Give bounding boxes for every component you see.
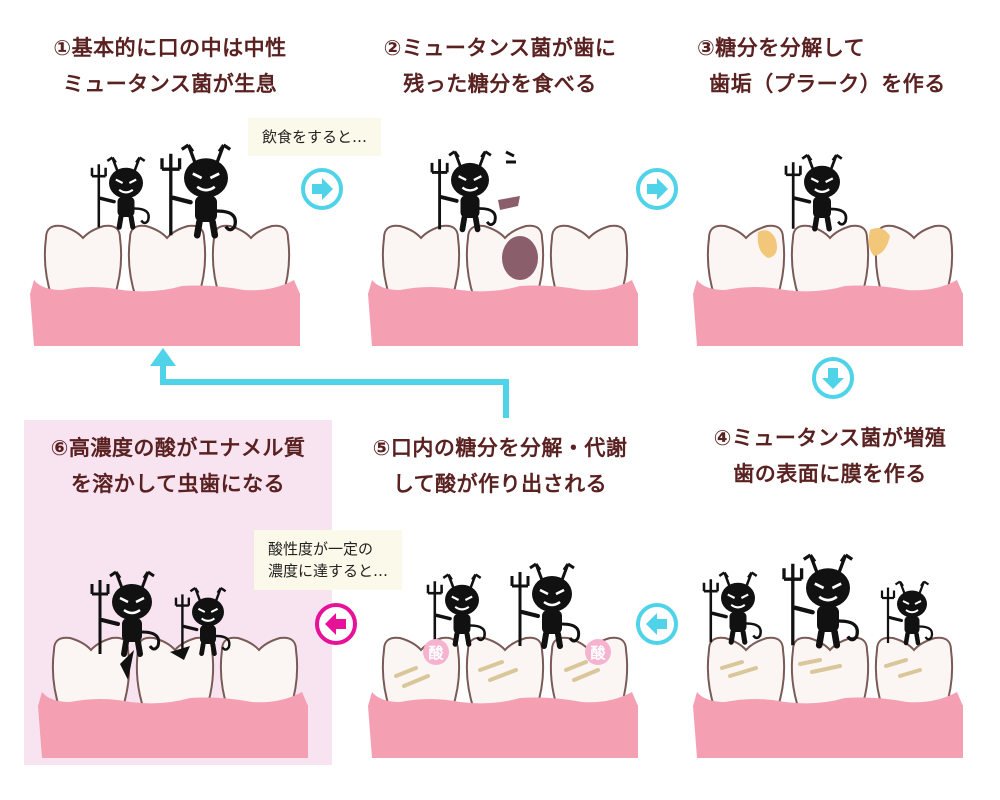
step-3-line-1: ③糖分を分解して <box>697 36 866 60</box>
panel-6-illustration <box>38 572 308 758</box>
teeth-panel-2 <box>368 226 638 346</box>
step-3-line-2: 歯垢（プラーク）を作る <box>709 72 946 96</box>
acid-badge-left <box>423 639 449 665</box>
germ-panel-2 <box>432 152 495 230</box>
step-2-line-2: 残った糖分を食べる <box>403 72 597 96</box>
arrow-4-to-5-icon <box>636 603 678 645</box>
step-1-caption: ①基本的に口の中は中性 ミュータンス菌が生息 <box>20 30 320 102</box>
teeth-panel-3 <box>693 226 963 346</box>
acidity-bubble: 酸性度が一定の 濃度に達すると… <box>254 530 403 590</box>
step-3-caption: ③糖分を分解して 歯垢（プラーク）を作る <box>675 30 980 102</box>
step-4-line-2: 歯の表面に膜を作る <box>733 462 927 486</box>
acid-label-right: 酸 <box>590 644 606 662</box>
arrow-2-to-3-icon <box>636 168 678 210</box>
step-1-line-2: ミュータンス菌が生息 <box>62 72 278 96</box>
germ-panel-4-c <box>882 582 932 644</box>
return-loop-line <box>160 362 509 418</box>
germ-panel-1-a <box>92 158 149 228</box>
film-stains <box>720 658 922 678</box>
arrow-1-to-2-icon <box>301 168 343 210</box>
step-6-line-1: ⑥高濃度の酸がエナメル質 <box>50 436 306 460</box>
germ-panel-5-b <box>512 564 579 646</box>
step-4-caption: ④ミュータンス菌が増殖 歯の表面に膜を作る <box>680 420 980 492</box>
step-2-caption: ②ミュータンス菌が歯に 残った糖分を食べる <box>350 30 650 102</box>
panel-5-illustration: 酸 酸 <box>368 564 638 758</box>
arrow-5-to-6-icon <box>315 603 357 645</box>
germ-panel-4-a <box>704 573 761 643</box>
germ-panel-4-b <box>784 555 857 645</box>
eating-bubble: 飲食をすると… <box>248 118 382 156</box>
plaque-left <box>757 230 777 258</box>
acid-stains <box>394 660 600 688</box>
cavity-right <box>170 646 190 660</box>
teeth-panel-4 <box>693 638 963 758</box>
plaque-right <box>868 228 890 256</box>
eating-bubble-text: 飲食をすると… <box>262 128 368 146</box>
germ-panel-5-a <box>428 575 485 645</box>
step-5-line-2: して酸が作り出される <box>392 472 608 496</box>
teeth-panel-6 <box>38 638 308 758</box>
step-5-line-1: ⑤口内の糖分を分解・代謝 <box>372 436 628 460</box>
step-6-caption: ⑥高濃度の酸がエナメル質 を溶かして虫歯になる <box>24 430 332 502</box>
panel-4-illustration <box>693 555 963 758</box>
acid-label-left: 酸 <box>428 644 444 662</box>
step-5-caption: ⑤口内の糖分を分解・代謝 して酸が作り出される <box>350 430 650 502</box>
motion-lines-icon <box>505 150 516 164</box>
food-residue <box>502 236 538 280</box>
teeth-panel-1 <box>30 226 300 346</box>
food-piece <box>498 196 520 210</box>
cavity-left <box>120 650 134 680</box>
panel-2-illustration <box>368 152 638 347</box>
acidity-bubble-line-1: 酸性度が一定の <box>268 540 374 558</box>
step-2-line-1: ②ミュータンス菌が歯に <box>383 36 617 60</box>
return-loop-arrowhead-icon <box>150 348 176 366</box>
step-4-line-1: ④ミュータンス菌が増殖 <box>713 426 947 450</box>
panel-1-illustration <box>30 145 300 346</box>
acid-badge-right <box>585 639 611 665</box>
acidity-bubble-line-2: 濃度に達すると… <box>268 562 389 580</box>
germ-panel-3 <box>786 155 846 229</box>
germ-panel-1-b <box>162 145 235 235</box>
arrow-3-to-4-icon <box>812 357 854 399</box>
step-6-line-2: を溶かして虫歯になる <box>70 472 286 496</box>
panel-3-illustration <box>693 155 963 346</box>
step-1-line-1: ①基本的に口の中は中性 <box>53 36 287 60</box>
